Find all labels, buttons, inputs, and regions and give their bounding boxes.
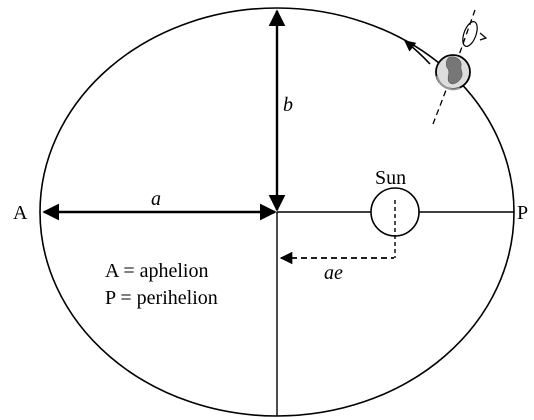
planet-landmass [445, 56, 463, 85]
spin-rotation-icon [462, 21, 478, 47]
focal-offset-label: ae [324, 262, 343, 284]
legend-aphelion: A = aphelion [105, 260, 209, 282]
planet-earth-icon [432, 9, 488, 125]
sun-label: Sun [375, 167, 406, 189]
aphelion-label: A [13, 202, 28, 224]
legend-perihelion: P = perihelion [105, 287, 218, 309]
spin-arrowhead-icon [479, 32, 488, 41]
planet-shading [436, 75, 461, 91]
orbit-direction-arrow[interactable] [404, 40, 431, 65]
perihelion-label: P [517, 202, 528, 224]
semi-minor-label: b [283, 94, 293, 116]
semi-major-label: a [151, 188, 161, 210]
